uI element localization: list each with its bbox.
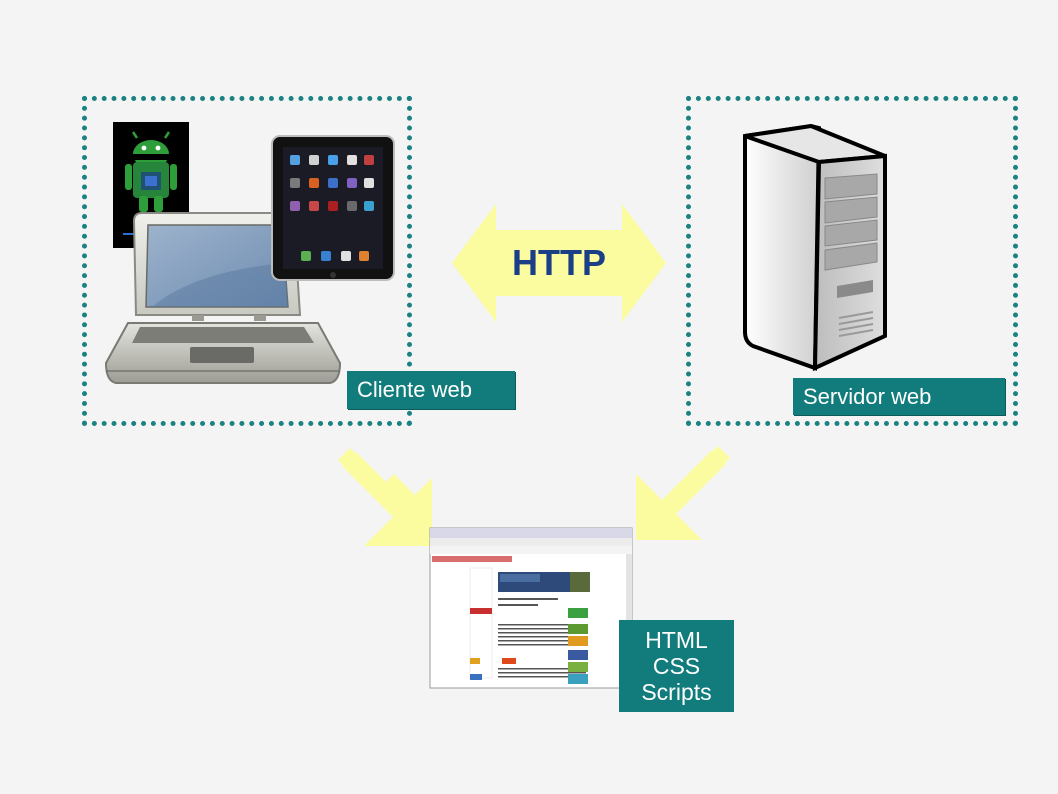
http-label: HTTP xyxy=(512,242,606,283)
laptop-icon xyxy=(104,212,342,384)
server-to-page-arrow-icon xyxy=(636,446,730,540)
output-line-css: CSS xyxy=(652,653,701,679)
output-line-html: HTML xyxy=(645,627,708,653)
http-bidirectional-arrow-icon xyxy=(452,204,666,322)
client-label: Cliente web xyxy=(347,371,515,409)
server-zone xyxy=(686,96,1018,426)
client-zone xyxy=(82,96,412,426)
output-technologies-label: HTML CSS Scripts xyxy=(619,620,734,712)
web-page-thumbnail xyxy=(429,527,633,689)
tablet-icon xyxy=(271,135,395,281)
output-line-scripts: Scripts xyxy=(641,679,712,705)
server-tower-icon xyxy=(743,123,887,372)
client-to-page-arrow-icon xyxy=(338,448,432,546)
server-label: Servidor web xyxy=(793,378,1005,415)
